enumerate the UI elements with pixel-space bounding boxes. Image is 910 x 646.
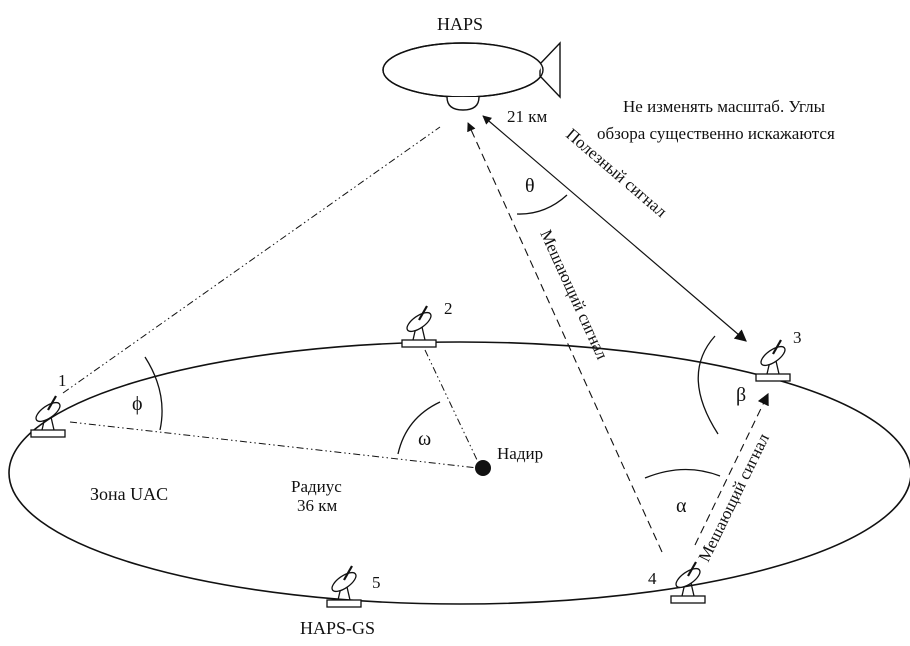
angle-label-beta: β bbox=[736, 384, 746, 406]
nadir-point bbox=[475, 460, 491, 476]
station-2-dish-icon bbox=[401, 305, 437, 348]
angle-arc-phi bbox=[144, 356, 163, 431]
station-4-label: 4 bbox=[648, 569, 657, 588]
zone-label: Зона UAC bbox=[90, 484, 168, 504]
station-1-label: 1 bbox=[58, 371, 67, 390]
line-station1-to-nadir bbox=[69, 421, 479, 469]
angle-arc-beta bbox=[697, 335, 719, 435]
station-1-dish-icon bbox=[30, 395, 66, 438]
altitude-label: 21 км bbox=[507, 107, 548, 126]
haps-gs-label: HAPS-GS bbox=[300, 618, 375, 638]
note-line-2: обзора существенно искажаются bbox=[597, 124, 835, 143]
coverage-zone-ellipse bbox=[8, 341, 910, 605]
angle-arc-theta bbox=[516, 194, 568, 215]
station-5-label: 5 bbox=[372, 573, 381, 592]
haps-label: HAPS bbox=[437, 14, 483, 34]
angle-label-phi: ϕ bbox=[132, 393, 143, 415]
station-2-label: 2 bbox=[444, 299, 453, 318]
station-4-dish-icon bbox=[670, 561, 706, 604]
haps-airship-icon bbox=[382, 41, 561, 111]
radius-label-line2: 36 км bbox=[297, 496, 338, 515]
radius-label-line1: Радиус bbox=[291, 477, 342, 496]
angle-label-omega: ω bbox=[418, 428, 431, 450]
interfering-signal-to-station3 bbox=[694, 392, 769, 546]
interfering-signal-label-right: Мешающий сигнал bbox=[695, 430, 774, 565]
station-5-dish-icon bbox=[326, 565, 362, 608]
interfering-signal-to-haps bbox=[467, 122, 663, 553]
angle-label-theta: θ bbox=[525, 175, 535, 197]
line-station1-to-haps bbox=[62, 126, 441, 394]
nadir-label: Надир bbox=[497, 444, 543, 463]
useful-signal-arrow bbox=[482, 115, 747, 342]
interfering-signal-label-left: Мешающий сигнал bbox=[536, 227, 612, 363]
angle-arc-omega bbox=[397, 401, 441, 455]
line-station2-to-nadir bbox=[424, 349, 479, 463]
note-line-1: Не изменять масштаб. Углы bbox=[623, 97, 826, 116]
angle-label-alpha: α bbox=[676, 495, 687, 517]
station-3-dish-icon bbox=[755, 339, 791, 382]
angle-arc-alpha bbox=[644, 468, 721, 479]
station-3-label: 3 bbox=[793, 328, 802, 347]
